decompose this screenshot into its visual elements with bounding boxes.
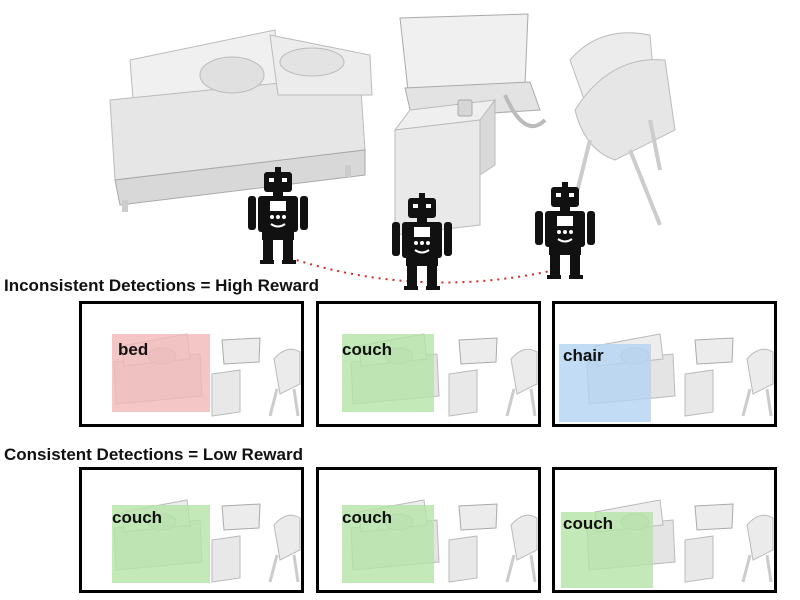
armchairs-illustration [569,32,676,226]
detection-panel-2: couch [316,301,541,427]
consistent-heading: Consistent Detections = Low Reward [4,445,303,464]
robot-trajectory [289,257,556,284]
detection-box [112,334,210,412]
detection-box [342,334,434,412]
robot-icon-3 [534,181,596,280]
detection-panel-5: couch [316,467,541,593]
scene-illustration [109,13,676,291]
inconsistent-heading: Inconsistent Detections = High Reward [4,276,320,295]
detection-box [342,505,434,583]
detection-panel-1: bed [79,301,304,427]
detection-panel-6: couch [552,467,777,593]
detection-panel-3: chair [552,301,777,427]
detection-label: couch [342,508,393,527]
detection-box [561,512,653,588]
detection-label: couch [342,340,393,359]
couch-illustration [109,29,373,212]
detection-label: couch [563,514,614,533]
detection-label: couch [112,508,163,527]
detection-panel-4: couch [79,467,304,593]
detection-label: bed [118,340,149,359]
detection-box [112,505,210,583]
detection-label: chair [563,346,604,365]
detection-box [559,344,651,422]
